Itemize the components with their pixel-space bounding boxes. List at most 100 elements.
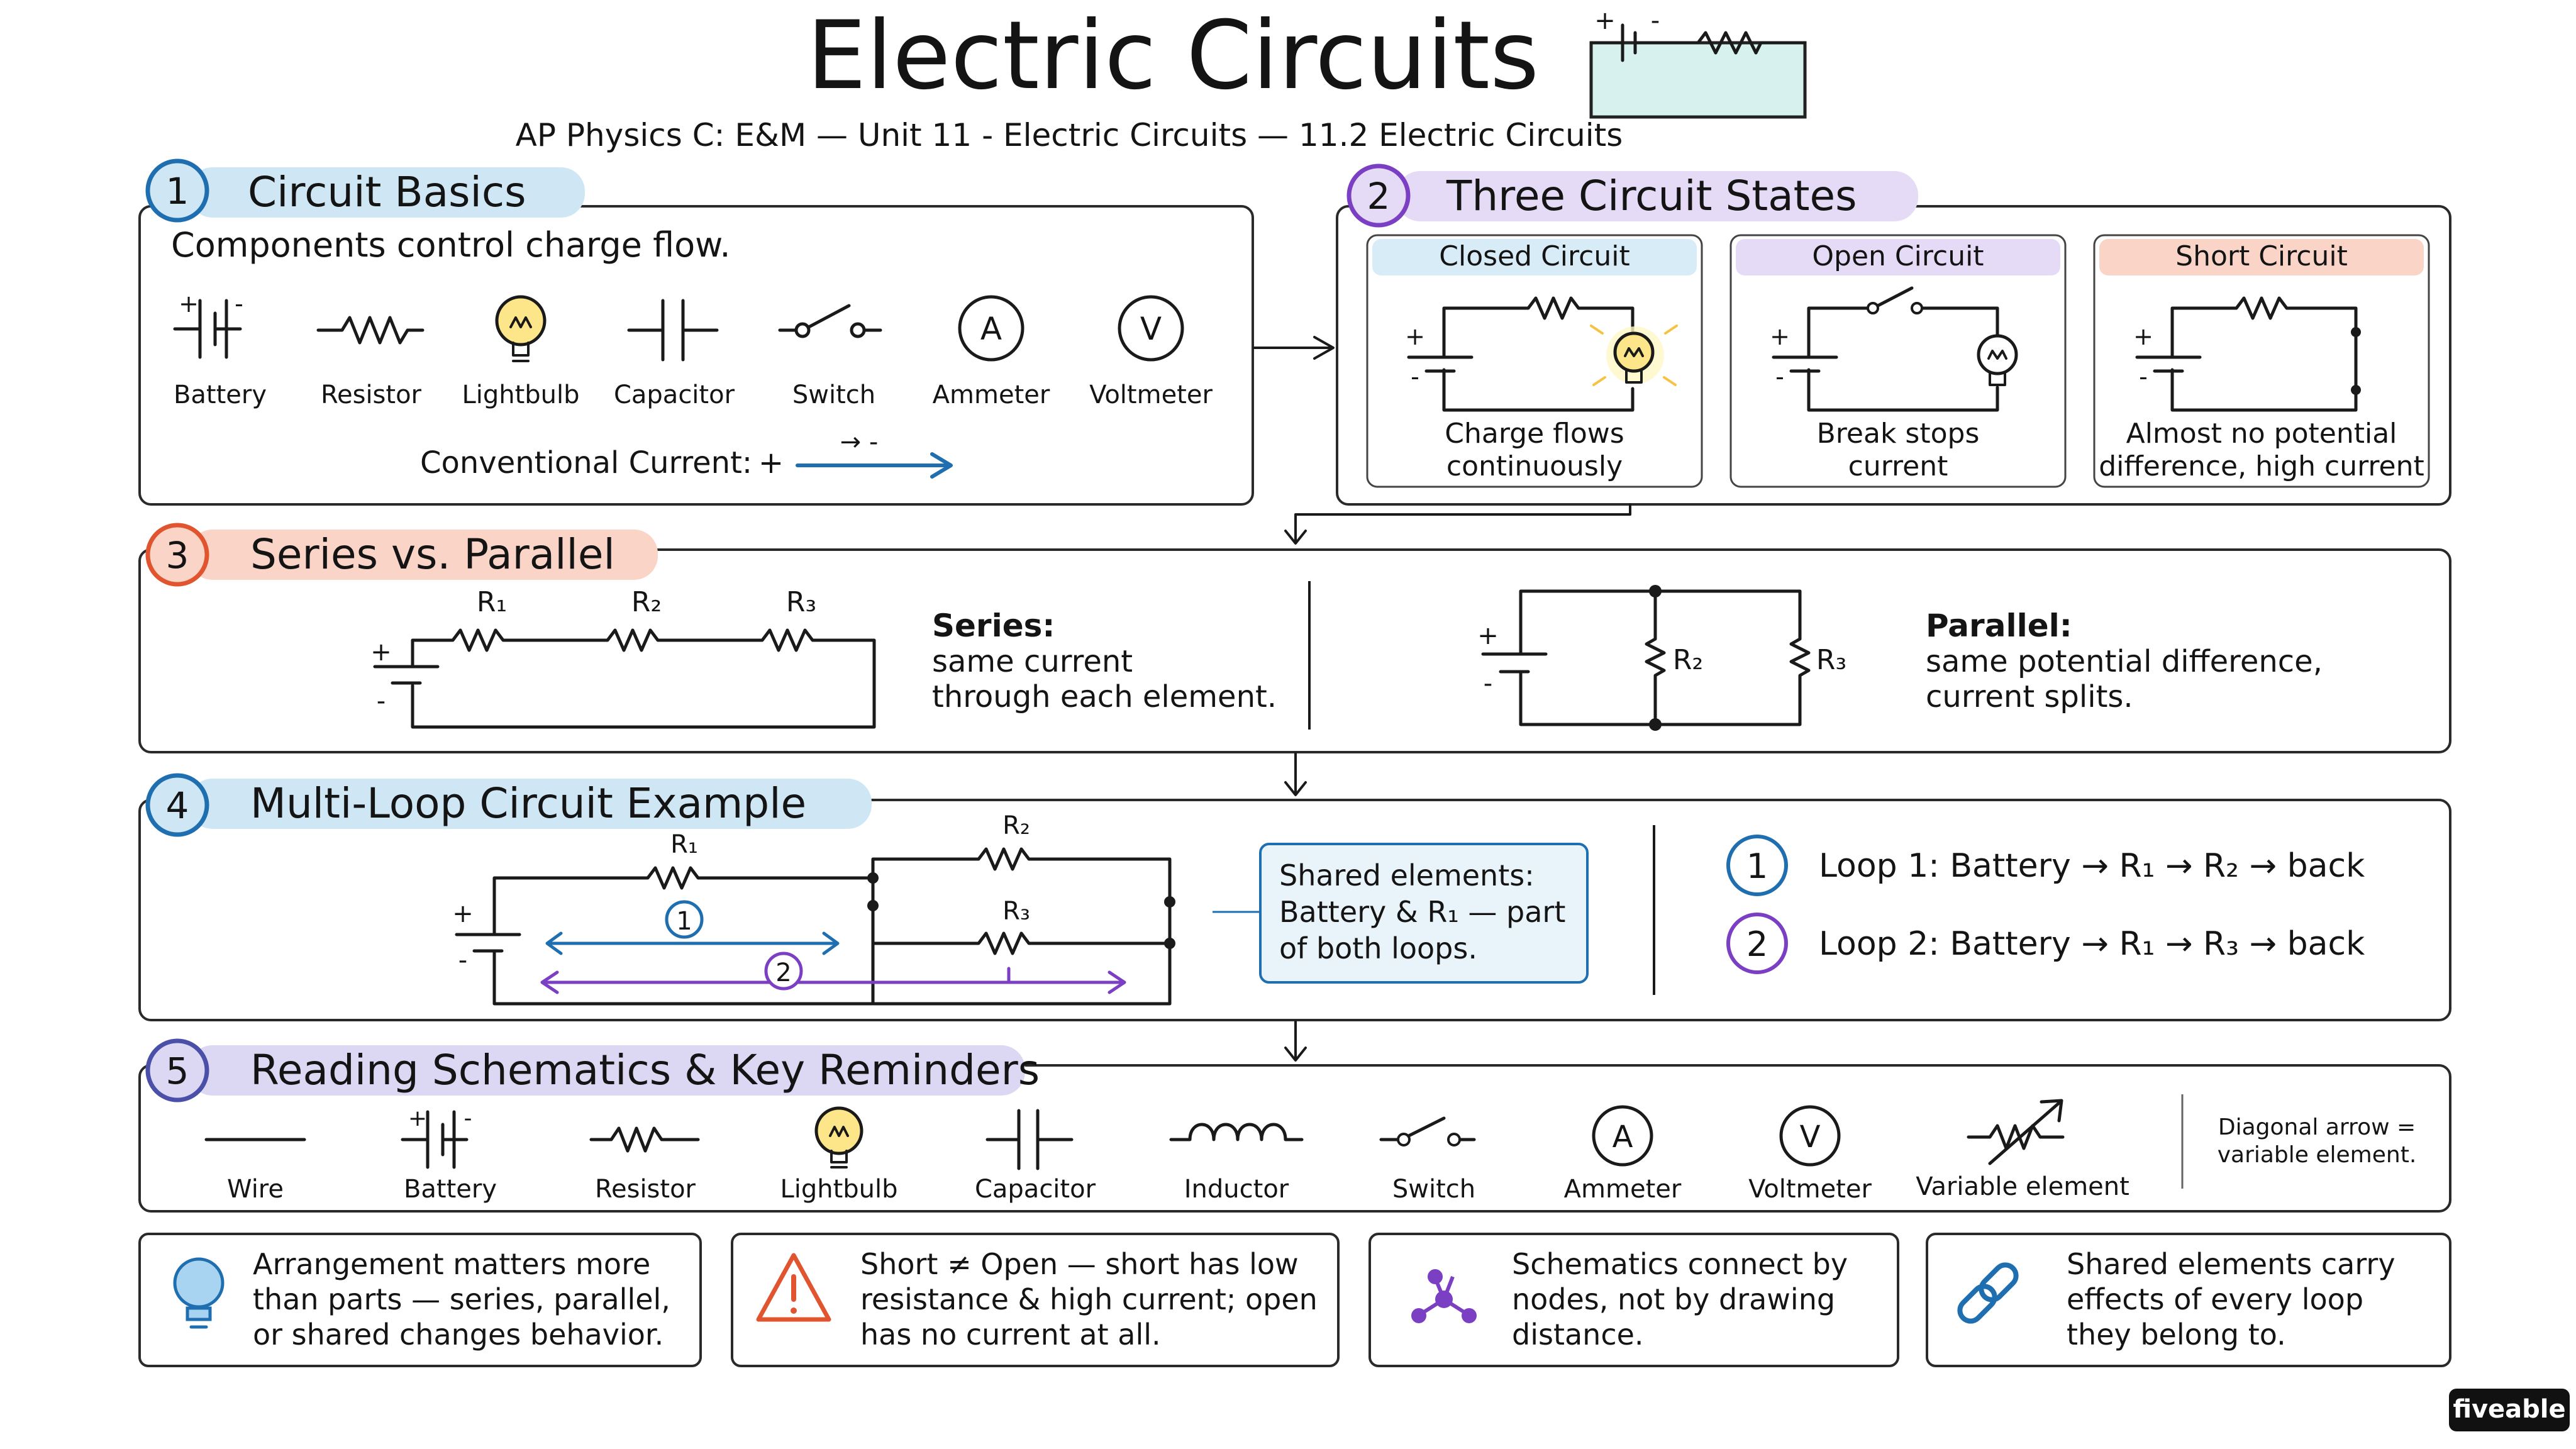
open-circuit-card: Open Circuit + - Break stops current	[1729, 234, 2067, 488]
ammeter-legend-icon: A	[1592, 1105, 1653, 1167]
section1-number: 1	[166, 170, 189, 213]
lightbulb-legend-icon	[814, 1106, 863, 1169]
section3-number: 3	[166, 534, 189, 577]
shared-elements-note: Shared elements: Battery & R₁ — part of …	[1259, 843, 1589, 984]
component-label-capacitor: Capacitor	[614, 380, 735, 409]
legend-label-ammeter: Ammeter	[1564, 1175, 1682, 1204]
variable-element-legend-icon	[1967, 1099, 2065, 1165]
conventional-current-arrow	[796, 452, 953, 479]
short-circuit-title: Short Circuit	[2175, 240, 2348, 272]
svg-text:+: +	[1770, 323, 1790, 350]
section2-tab	[1396, 171, 1918, 221]
resistor-legend-icon	[589, 1126, 700, 1153]
component-label-resistor: Resistor	[321, 380, 422, 409]
tip1-line2: than parts — series, parallel,	[253, 1282, 670, 1316]
legend-note-line1: Diagonal arrow =	[2218, 1114, 2416, 1140]
connector-arrow-1-2	[1253, 336, 1335, 360]
series-circuit-diagram: + - R₁ R₂ R₃	[370, 586, 876, 729]
section-reading-schematics: 5 Reading Schematics & Key Reminders + -…	[138, 1038, 2451, 1213]
tip4-line1: Shared elements carry	[2067, 1247, 2396, 1281]
closed-circuit-title: Closed Circuit	[1439, 240, 1629, 272]
section4-number-badge	[145, 773, 209, 837]
loop1-marker	[665, 900, 704, 939]
legend-label-switch: Switch	[1392, 1175, 1475, 1204]
section5-number-badge	[145, 1038, 209, 1102]
svg-text:+: +	[370, 638, 392, 667]
component-label-switch: Switch	[792, 380, 875, 409]
component-label-lightbulb: Lightbulb	[462, 380, 579, 409]
brand-badge: fiveable	[2449, 1389, 2570, 1431]
open-circuit-caption-line1: Break stops	[1817, 418, 1980, 450]
header: Electric Circuits + - AP Physics C: E&M …	[516, 1, 1807, 153]
svg-text:+: +	[452, 899, 474, 928]
section2-number: 2	[1367, 175, 1391, 218]
connector-arrow-3-4	[1284, 752, 1307, 796]
section1-number-badge	[145, 158, 209, 223]
svg-text:A: A	[980, 311, 1002, 347]
warning-icon	[756, 1253, 831, 1322]
legend-label-capacitor: Capacitor	[975, 1175, 1096, 1204]
legend-note-line2: variable element.	[2218, 1142, 2417, 1168]
svg-text:V: V	[1140, 311, 1162, 347]
switch-legend-icon	[1379, 1116, 1476, 1146]
svg-text:V: V	[1800, 1119, 1821, 1155]
voltmeter-symbol-icon: V	[1118, 295, 1184, 362]
conventional-current-arrow-label: → -	[840, 428, 879, 457]
loop1-arrow	[545, 931, 840, 955]
tip2-line3: has no current at all.	[860, 1318, 1161, 1352]
page-subtitle: AP Physics C: E&M — Unit 11 - Electric C…	[516, 117, 1623, 153]
parallel-text-line2: current splits.	[1926, 679, 2133, 714]
inductor-legend-icon	[1169, 1123, 1304, 1141]
series-text-line2: through each element.	[932, 679, 1277, 714]
resistor-symbol-icon	[316, 316, 425, 345]
parallel-text-line1: same potential difference,	[1926, 644, 2323, 679]
svg-text:2: 2	[1746, 924, 1768, 964]
svg-text:+: +	[179, 290, 199, 318]
open-circuit-title: Open Circuit	[1812, 240, 1984, 272]
section-three-circuit-states: 2 Three Circuit States Closed Circuit + …	[1336, 164, 2451, 506]
unlit-lightbulb-icon	[1977, 334, 2018, 386]
legend-label-variable-element: Variable element	[1916, 1172, 2129, 1201]
svg-text:+: +	[1405, 323, 1425, 350]
section4-tab	[189, 779, 872, 829]
shared-note-line1: Shared elements:	[1279, 858, 1535, 892]
component-label-voltmeter: Voltmeter	[1089, 380, 1213, 409]
voltmeter-legend-icon: V	[1779, 1105, 1841, 1167]
svg-text:-: -	[2139, 363, 2148, 391]
series-heading: Series:	[932, 608, 1055, 644]
series-text-line1: same current	[932, 644, 1133, 679]
loop2-marker	[764, 952, 803, 991]
svg-text:-: -	[377, 687, 386, 716]
closed-circuit-card: Closed Circuit + - Charge flows continuo…	[1366, 234, 1703, 488]
tip2-line1: Short ≠ Open — short has low	[860, 1247, 1299, 1281]
section4-number: 4	[166, 784, 189, 827]
tip-card-short-vs-open: Short ≠ Open — short has low resistance …	[731, 1233, 1340, 1367]
multi-loop-resistor-label-3: R₃	[1002, 897, 1030, 926]
parallel-heading: Parallel:	[1926, 608, 2072, 644]
svg-text:1: 1	[676, 907, 692, 936]
tip4-line2: effects of every loop	[2067, 1282, 2363, 1316]
section2-number-badge	[1346, 164, 1411, 228]
connector-arrow-2-3	[1284, 503, 1631, 545]
section1-tab	[189, 167, 585, 218]
svg-text:2: 2	[775, 958, 791, 987]
short-circuit-card: Short Circuit + - Almost no potential di…	[2093, 234, 2430, 488]
switch-symbol-icon	[778, 304, 882, 338]
tip2-line2: resistance & high current; open	[860, 1282, 1318, 1316]
svg-text:+: +	[2133, 323, 2153, 350]
multi-loop-circuit-diagram: + - R₁ R₂ R₃ 1 2	[452, 811, 1175, 1006]
battery-symbol-icon: + -	[173, 290, 243, 359]
tip3-line2: nodes, not by drawing	[1512, 1282, 1835, 1316]
glowing-lightbulb-icon	[1590, 325, 1678, 386]
loop-1-text: Loop 1: Battery → R₁ → R₂ → back	[1819, 847, 2365, 885]
tip1-line3: or shared changes behavior.	[253, 1318, 663, 1352]
svg-text:-: -	[235, 290, 243, 318]
loop-1-description: 1 Loop 1: Battery → R₁ → R₂ → back	[1726, 835, 2365, 896]
legend-label-voltmeter: Voltmeter	[1748, 1175, 1872, 1204]
short-circuit-caption-line1: Almost no potential	[2126, 418, 2397, 450]
multi-loop-resistor-label-1: R₁	[670, 830, 698, 859]
section-circuit-basics: 1 Circuit Basics Components control char…	[138, 158, 1254, 506]
tip3-line1: Schematics connect by	[1512, 1247, 1848, 1281]
brand-name: fiveable	[2453, 1395, 2565, 1424]
section5-title: Reading Schematics & Key Reminders	[250, 1046, 1040, 1094]
